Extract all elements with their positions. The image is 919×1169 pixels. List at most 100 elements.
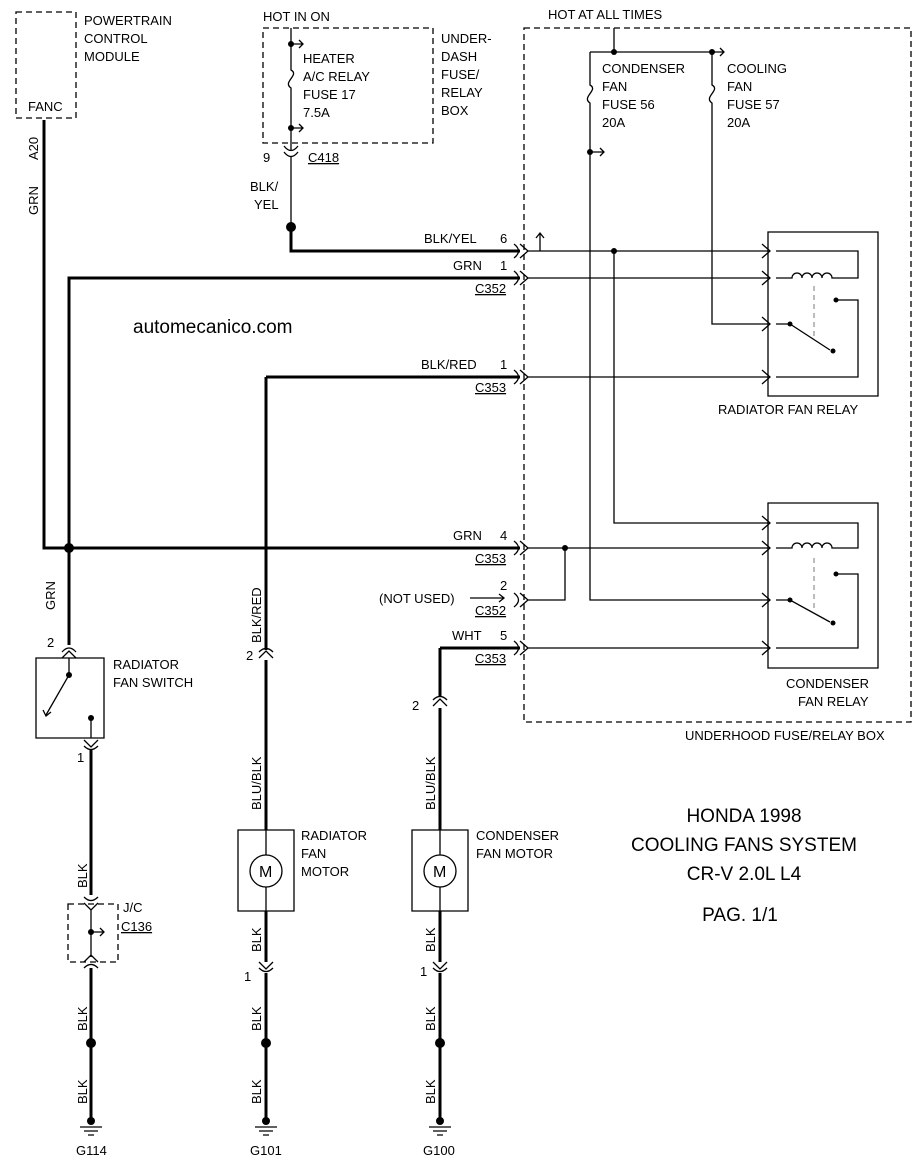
- splice-g101: [261, 1038, 271, 1048]
- g101-blk-1: BLK: [249, 1006, 264, 1031]
- switch-contacts: [45, 658, 92, 738]
- radiator-fan-motor: 2 BLU/BLK M RADIATOR FAN MOTOR BLK 1: [237, 647, 367, 984]
- switch-label-1: RADIATOR: [113, 657, 179, 672]
- cond-motor-blu-blk: BLU/BLK: [423, 756, 438, 810]
- switch-label-2: FAN SWITCH: [113, 675, 193, 690]
- g114-blk-1: BLK: [75, 1006, 90, 1031]
- fuse-56-arrow: [590, 147, 605, 157]
- fuse-17-label-2: A/C RELAY: [303, 69, 370, 84]
- radiator-relay-coil-wire: [776, 250, 859, 279]
- pcm-pin-name: FANC: [28, 99, 63, 114]
- cond-motor-label-1: CONDENSER: [476, 828, 559, 843]
- junction-connector: C136: [121, 919, 152, 934]
- g100-blk-2: BLK: [423, 1079, 438, 1104]
- conn-wire-wht: WHT: [452, 628, 482, 643]
- radiator-fan-switch: 2 GRN RADIATOR FAN SWITCH 1: [35, 581, 193, 765]
- cond-motor-box: [411, 829, 469, 912]
- conn-pin-1b: 1: [500, 357, 507, 372]
- pcm-label-2: CONTROL: [84, 31, 148, 46]
- fuse-57-label-2: FAN: [727, 79, 752, 94]
- watermark: automecanico.com: [133, 317, 292, 338]
- radiator-relay-coil: [776, 272, 836, 279]
- c418-pin: 9: [263, 150, 270, 165]
- condenser-relay-contact-dot-2: [833, 571, 839, 577]
- connector-labels: BLK/YEL 6 GRN 1 C352 BLK/RED 1 C353 GRN …: [379, 231, 507, 666]
- junction-label: J/C: [123, 900, 143, 915]
- battery-bus: [590, 28, 712, 53]
- junction-c136: J/C C136: [67, 896, 152, 969]
- up-arrow: [535, 231, 545, 251]
- rad-motor-blk: BLK: [249, 927, 264, 952]
- splice-g114: [86, 1038, 96, 1048]
- condenser-relay-contact-dot: [787, 597, 793, 603]
- fuse-57-label-3: FUSE 57: [727, 97, 780, 112]
- conn-wire-blk-yel: BLK/YEL: [424, 231, 477, 246]
- g100-blk-1: BLK: [423, 1006, 438, 1031]
- conn-pin-4: 4: [500, 528, 507, 543]
- radiator-relay-label: RADIATOR FAN RELAY: [718, 402, 858, 417]
- fuse-57-wire: [708, 52, 768, 325]
- radiator-fan-relay: RADIATOR FAN RELAY: [718, 231, 879, 417]
- page-number: PAG. 1/1: [702, 905, 778, 926]
- fuse-17-label-3: FUSE 17: [303, 87, 356, 102]
- ground-g100-symbol: [429, 1126, 451, 1136]
- conn-symbol-6: [513, 243, 529, 259]
- fuse-56-label-4: 20A: [602, 115, 625, 130]
- pcm-label-1: POWERTRAIN: [84, 13, 172, 28]
- conn-wire-grn-1: GRN: [453, 258, 482, 273]
- bus-dot: [611, 49, 617, 55]
- conn-c352-b: C352: [475, 603, 506, 618]
- conn-c353-c: C353: [475, 651, 506, 666]
- cond-motor-pin-bottom: 1: [420, 964, 427, 979]
- radiator-relay-box: [767, 231, 879, 397]
- rad-motor-conn-top: [258, 647, 274, 659]
- c418-label: C418: [308, 150, 339, 165]
- condenser-relay-pins: [761, 515, 771, 656]
- title-block: HONDA 1998 COOLING FANS SYSTEM CR-V 2.0L…: [631, 806, 857, 926]
- cond-motor-conn-bottom: [432, 961, 448, 973]
- radiator-relay-pins: [761, 243, 771, 385]
- cond-motor-m: M: [433, 864, 446, 881]
- g101-blk-2: BLK: [249, 1079, 264, 1104]
- ground-g114-dot: [87, 1117, 95, 1125]
- conn-pin-6: 6: [500, 231, 507, 246]
- conn-symbol-1a: [513, 270, 529, 286]
- condenser-relay-label-2: FAN RELAY: [798, 694, 869, 709]
- conn-wire-blk-red: BLK/RED: [421, 357, 477, 372]
- underhood-box-label: UNDERHOOD FUSE/RELAY BOX: [685, 728, 885, 743]
- rad-motor-m: M: [259, 864, 272, 881]
- ground-g114-label: G114: [76, 1143, 107, 1158]
- pcm-label-3: MODULE: [84, 49, 140, 64]
- ground-g101-symbol: [255, 1126, 277, 1136]
- splice-g100: [435, 1038, 445, 1048]
- ground-g101-label: G101: [250, 1143, 282, 1158]
- pcm-wire-color: GRN: [26, 186, 41, 215]
- wire-grn-c352: [67, 276, 520, 548]
- fuse-56-wire: [586, 52, 768, 601]
- switch-connector-bottom: [83, 739, 99, 751]
- rad-motor-conn-bottom: [258, 961, 274, 973]
- switch-contact-dot: [66, 672, 72, 678]
- fuse-17-label-1: HEATER: [303, 51, 355, 66]
- rad-motor-pin-bottom: 1: [244, 969, 251, 984]
- underhood-fuse-box: HOT AT ALL TIMES UNDERHOOD FUSE/RELAY BO…: [523, 7, 912, 743]
- wire-wht: [438, 646, 520, 697]
- title-line-1: HONDA 1998: [686, 806, 801, 827]
- underhood-box: [523, 27, 912, 723]
- fuse-17-symbol: [287, 28, 295, 150]
- radiator-relay-contact-dot-3: [830, 348, 836, 354]
- condenser-fan-motor: 2 BLU/BLK M CONDENSER FAN MOTOR BLK 1: [411, 695, 559, 979]
- fuse-17-label-4: 7.5A: [303, 105, 330, 120]
- fuse-57-label-4: 20A: [727, 115, 750, 130]
- cond-motor-label-2: FAN MOTOR: [476, 846, 553, 861]
- rad-motor-pin-top: 2: [246, 648, 253, 663]
- rad-motor-blu-blk: BLU/BLK: [249, 756, 264, 810]
- wire-blk-yel: [289, 227, 520, 253]
- underdash-label-5: BOX: [441, 103, 469, 118]
- switch-pin-top: 2: [47, 635, 54, 650]
- ground-g100-dot: [436, 1117, 444, 1125]
- underdash-box: [262, 27, 434, 144]
- condenser-relay-coil: [776, 542, 836, 549]
- fuse-56-label-2: FAN: [602, 79, 627, 94]
